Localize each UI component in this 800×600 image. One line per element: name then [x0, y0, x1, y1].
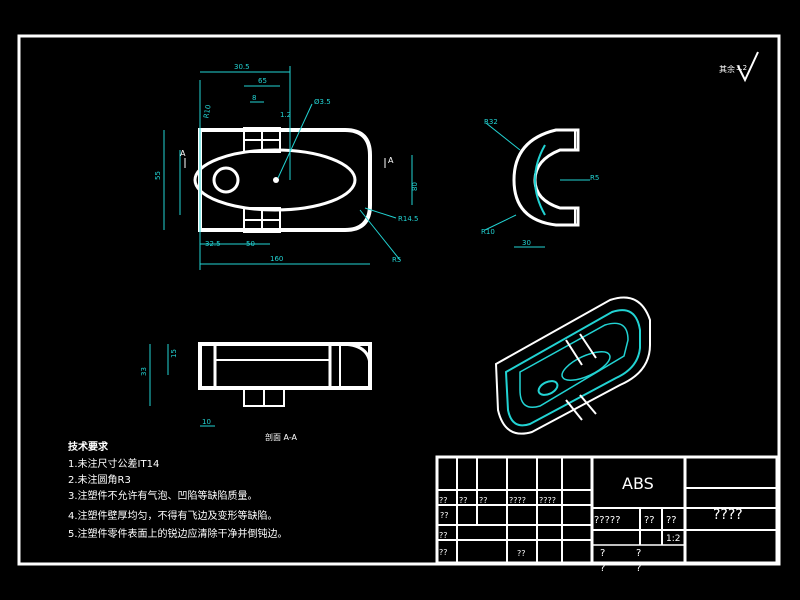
svg-text:Ø3.5: Ø3.5 — [314, 98, 331, 106]
svg-text:55: 55 — [154, 171, 162, 180]
svg-text:3.注塑件不允许有气泡、凹陷等缺陷质量。: 3.注塑件不允许有气泡、凹陷等缺陷质量。 — [68, 489, 258, 502]
technical-notes: 技术要求 1.未注尺寸公差IT14 2.未注圆角R3 3.注塑件不允许有气泡、凹… — [68, 440, 288, 540]
svg-text:R5: R5 — [590, 174, 599, 182]
svg-text:30: 30 — [522, 239, 531, 247]
svg-text:??: ?? — [666, 515, 677, 526]
svg-text:65: 65 — [258, 77, 267, 85]
part-name: ???? — [713, 507, 743, 523]
side-view: R32 R5 R10 30 — [481, 118, 599, 248]
svg-text:?: ? — [636, 548, 641, 559]
title-block: ABS ???? ????? ?? ?? 1:2 ? ? ? ? ?? ?? ?… — [435, 455, 779, 574]
svg-text:R5: R5 — [392, 256, 401, 264]
svg-text:R32: R32 — [484, 118, 498, 126]
material-label: ABS — [622, 474, 654, 493]
svg-text:??: ?? — [439, 496, 448, 505]
svg-text:R14.5: R14.5 — [398, 215, 418, 223]
svg-text:80: 80 — [411, 182, 419, 191]
svg-text:??: ?? — [440, 511, 449, 520]
svg-text:8: 8 — [252, 94, 256, 102]
isometric-view — [494, 296, 651, 435]
svg-text:33: 33 — [140, 367, 148, 376]
svg-text:?: ? — [600, 563, 605, 574]
top-view: 30.5 65 8 1.2 Ø3.5 R10 55 160 32.5 50 80… — [154, 63, 419, 270]
svg-text:????: ???? — [509, 496, 526, 505]
svg-text:A: A — [180, 149, 186, 158]
svg-text:1.2: 1.2 — [280, 111, 291, 119]
svg-text:32.5: 32.5 — [205, 240, 221, 248]
svg-text:R10: R10 — [481, 228, 495, 236]
svg-text:?: ? — [600, 548, 605, 559]
svg-text:?: ? — [636, 563, 641, 574]
svg-text:其余: 其余 — [719, 64, 735, 74]
svg-text:??: ?? — [517, 549, 526, 558]
svg-text:5.注塑件零件表面上的锐边应清除干净并倒钝边。: 5.注塑件零件表面上的锐边应清除干净并倒钝边。 — [68, 527, 288, 540]
svg-text:??: ?? — [439, 531, 448, 540]
svg-text:15: 15 — [170, 349, 178, 358]
svg-text:??: ?? — [439, 548, 448, 557]
svg-text:10: 10 — [202, 418, 211, 426]
svg-text:????: ???? — [539, 496, 556, 505]
svg-text:30.5: 30.5 — [234, 63, 250, 71]
svg-text:技术要求: 技术要求 — [68, 440, 109, 453]
svg-text:??: ?? — [459, 496, 468, 505]
section-label: 剖面 A-A — [265, 432, 298, 442]
svg-text:1.未注尺寸公差IT14: 1.未注尺寸公差IT14 — [68, 457, 159, 470]
svg-text:3.2: 3.2 — [736, 64, 747, 72]
svg-text:R10: R10 — [202, 104, 212, 119]
svg-text:50: 50 — [246, 240, 255, 248]
svg-text:??: ?? — [644, 515, 655, 526]
scale: 1:2 — [666, 534, 680, 544]
svg-text:?????: ????? — [594, 515, 621, 526]
svg-text:2.未注圆角R3: 2.未注圆角R3 — [68, 473, 131, 486]
svg-text:4.注塑件壁厚均匀，不得有飞边及变形等缺陷。: 4.注塑件壁厚均匀，不得有飞边及变形等缺陷。 — [68, 509, 278, 522]
drawing-frame — [17, 34, 781, 566]
section-view: 33 15 10 剖面 A-A — [140, 342, 372, 442]
svg-text:A: A — [388, 156, 394, 165]
svg-text:??: ?? — [479, 496, 488, 505]
roughness-symbol: 其余 3.2 — [719, 51, 759, 83]
svg-text:160: 160 — [270, 255, 283, 263]
